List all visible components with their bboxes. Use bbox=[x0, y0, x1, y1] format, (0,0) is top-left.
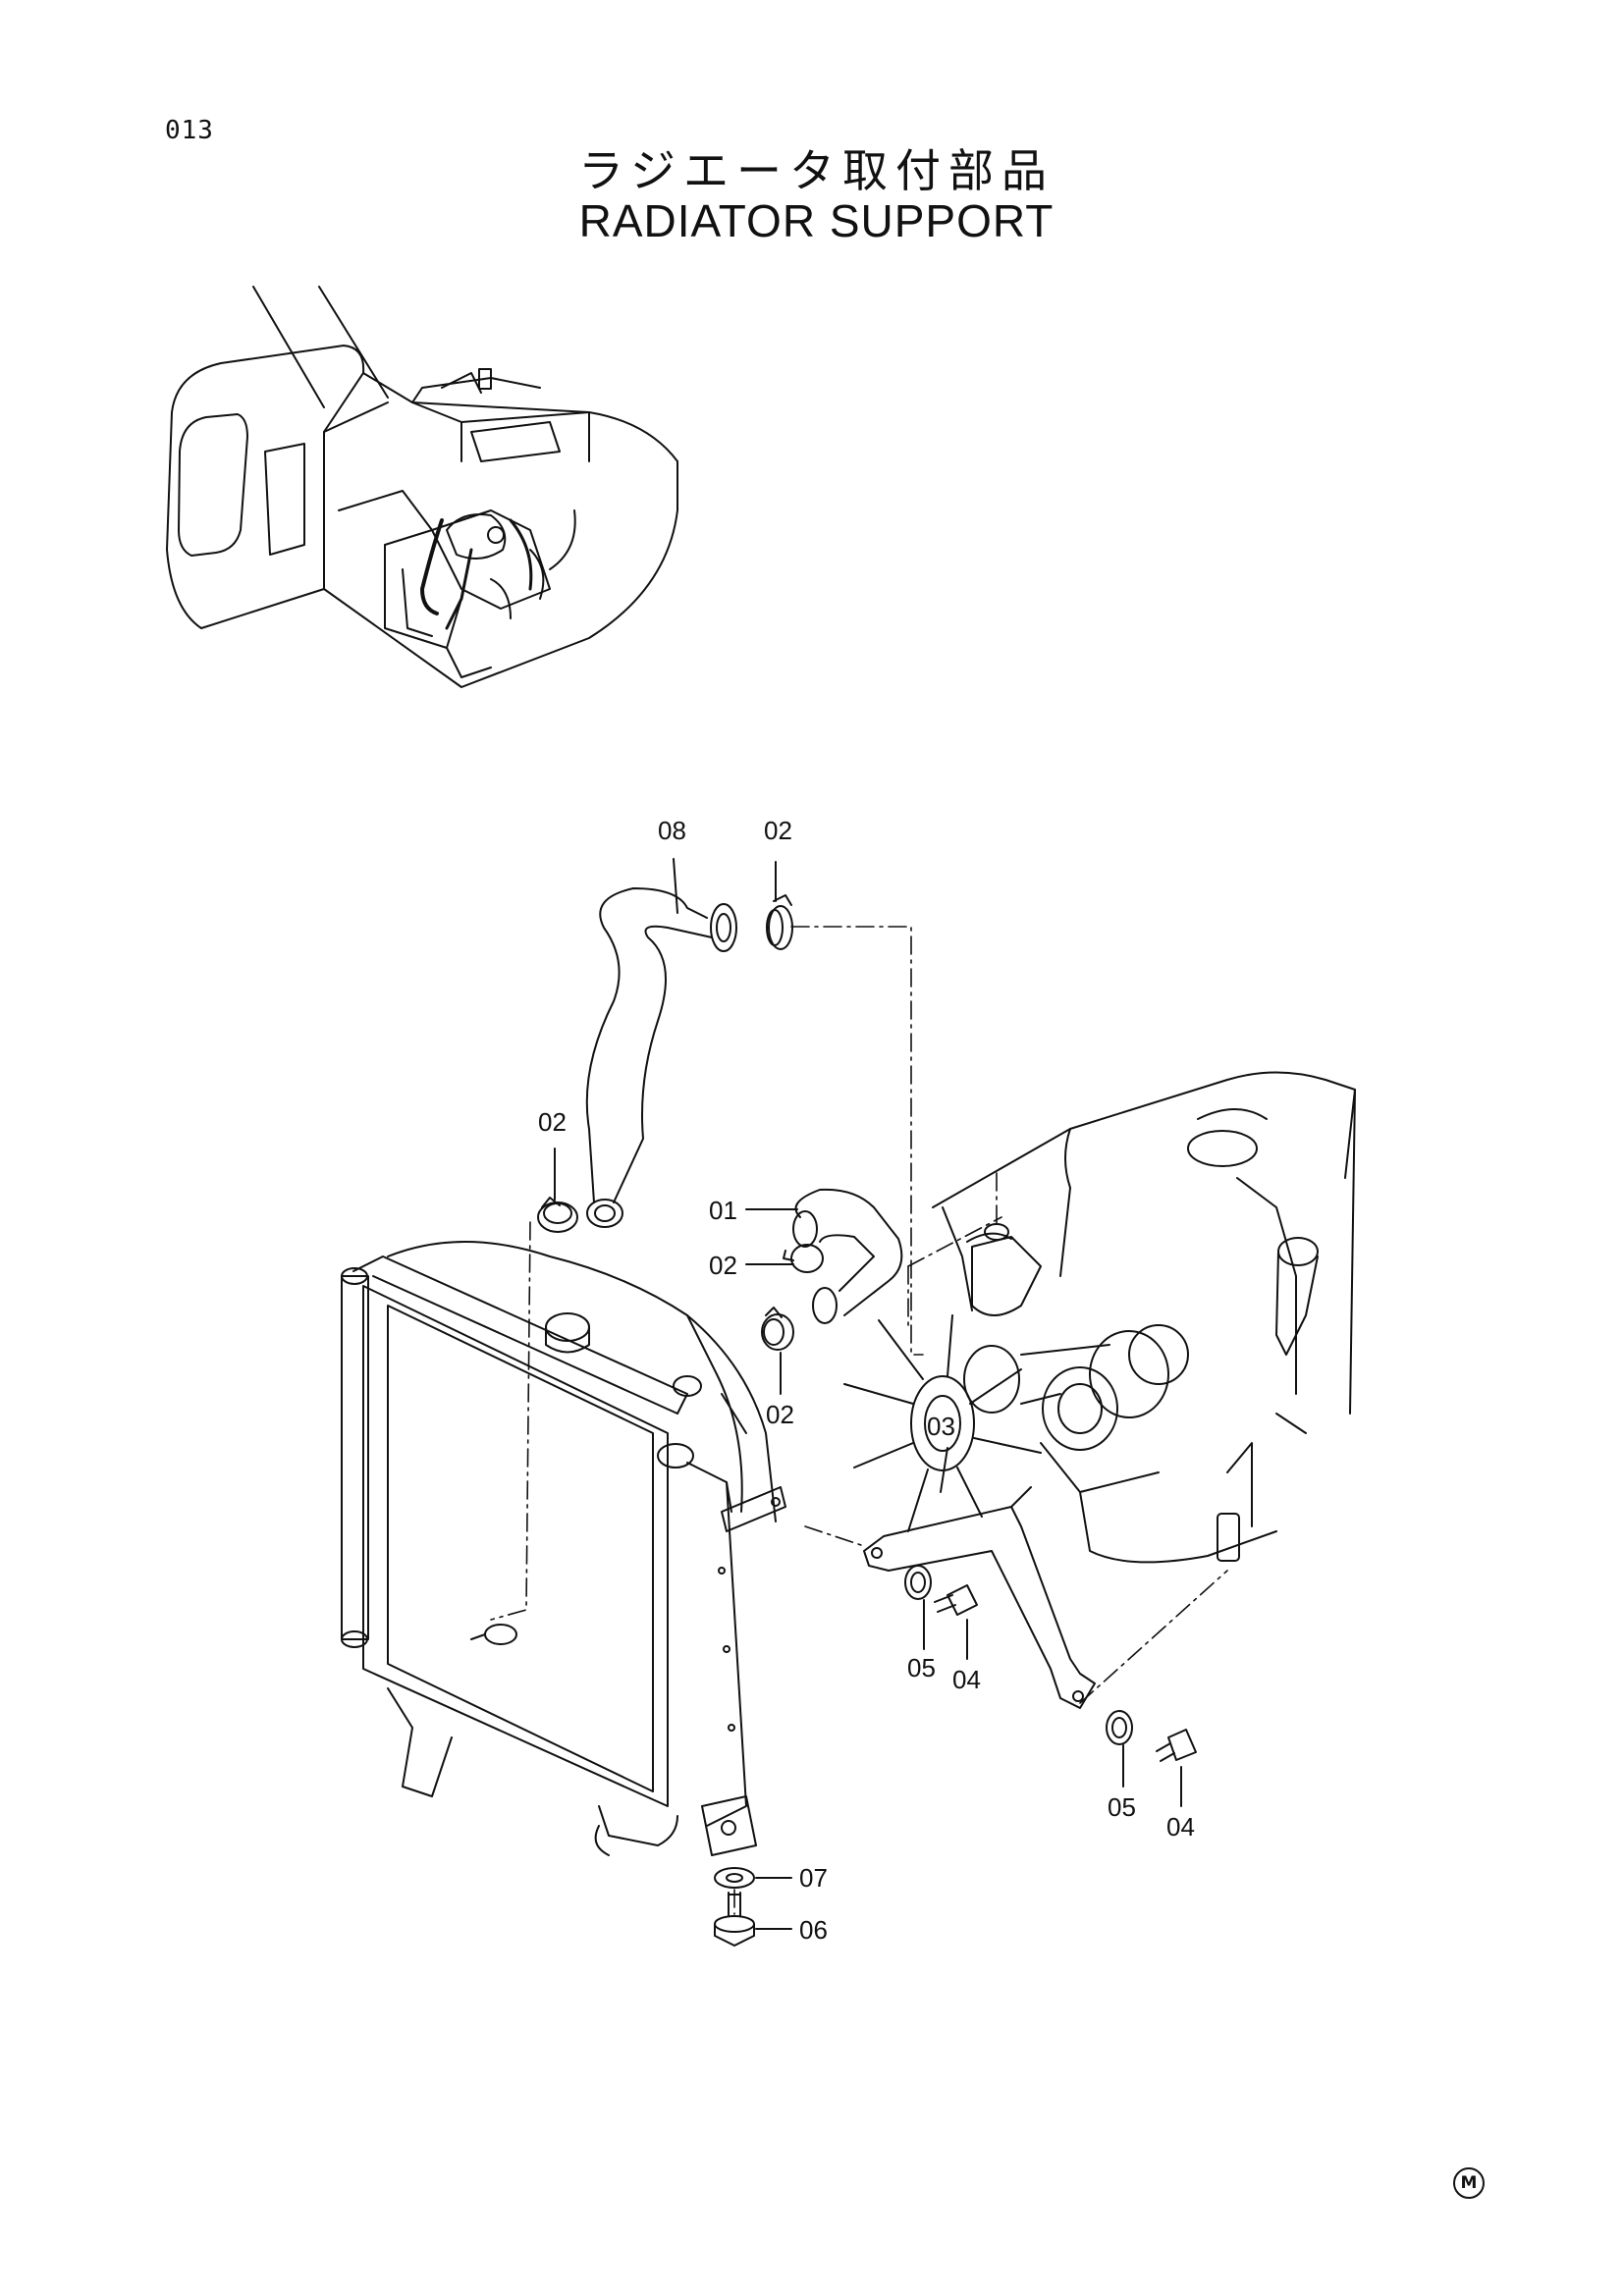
callout-05-left: 05 bbox=[907, 1653, 936, 1682]
lower-hose bbox=[792, 1188, 903, 1324]
radiator bbox=[341, 1241, 786, 1856]
callout-03: 03 bbox=[927, 1412, 955, 1441]
manual-mark: M bbox=[1453, 2167, 1485, 2199]
bolt-left bbox=[934, 1584, 978, 1616]
hose-clamp-inlet bbox=[783, 1244, 824, 1273]
title-japanese: ラジエータ取付部品 bbox=[577, 144, 1055, 197]
callout-01: 01 bbox=[709, 1196, 737, 1225]
drain-cock bbox=[470, 1624, 517, 1645]
excavator-overview bbox=[166, 286, 678, 688]
callout-02-mid: 02 bbox=[538, 1107, 567, 1137]
callout-07: 07 bbox=[799, 1863, 828, 1893]
callout-02-lower: 02 bbox=[766, 1400, 794, 1429]
callout-08: 08 bbox=[658, 816, 686, 845]
callout-04-right: 04 bbox=[1166, 1812, 1195, 1842]
washer-right bbox=[1106, 1710, 1133, 1745]
leader-lines bbox=[554, 858, 1182, 1930]
page-number: 013 bbox=[165, 116, 214, 145]
hose-clamp-mid bbox=[537, 1197, 578, 1233]
hose-clamp-lower bbox=[761, 1307, 794, 1351]
callout-02-inlet: 02 bbox=[709, 1251, 737, 1280]
cooling-fan bbox=[843, 1314, 1042, 1532]
hose-clamp-top bbox=[766, 894, 793, 950]
callout-04-left: 04 bbox=[952, 1665, 981, 1694]
engine-block bbox=[932, 1071, 1356, 1564]
bolt-bottom bbox=[714, 1892, 755, 1947]
washer-bottom bbox=[714, 1867, 755, 1889]
alignment-lines bbox=[490, 926, 1228, 1915]
callout-05-right: 05 bbox=[1108, 1792, 1136, 1822]
bolt-right bbox=[1156, 1729, 1197, 1762]
callout-06: 06 bbox=[799, 1915, 828, 1945]
title-english: RADIATOR SUPPORT bbox=[578, 195, 1055, 246]
upper-hose bbox=[585, 887, 737, 1228]
washer-left bbox=[904, 1565, 932, 1600]
callout-02-top: 02 bbox=[764, 816, 792, 845]
